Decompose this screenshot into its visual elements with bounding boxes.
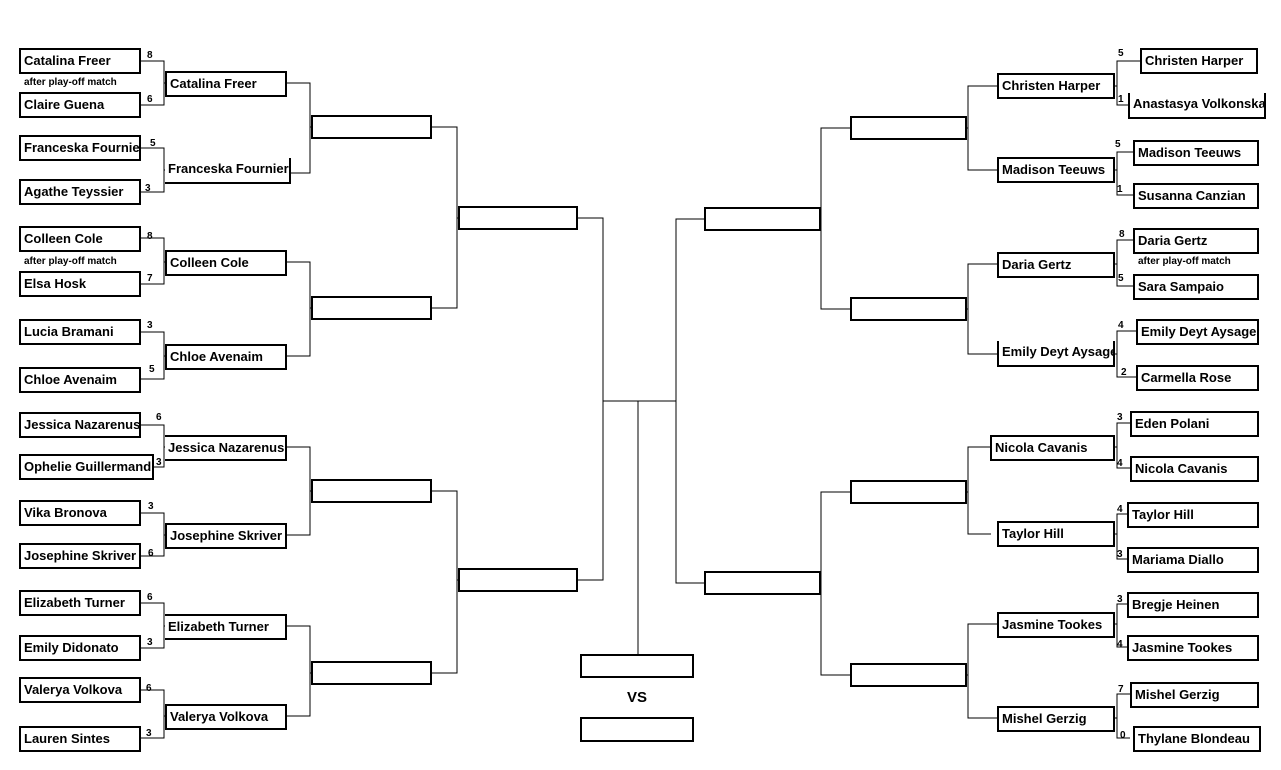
- left-r2-slot-4: Chloe Avenaim: [165, 344, 287, 370]
- left-r1-score-3: 5: [150, 138, 156, 149]
- right-r1-score-10: 4: [1117, 458, 1123, 469]
- left-r1-score-13: 6: [147, 592, 153, 603]
- right-r1-slot-7: Emily Deyt Aysage: [1136, 319, 1259, 345]
- left-r3-slot-3: [311, 479, 432, 503]
- left-r2-slot-5: Jessica Nazarenus: [165, 435, 287, 461]
- right-r1-score-3: 5: [1115, 139, 1121, 150]
- right-r1-score-5: 8: [1119, 229, 1125, 240]
- left-r1-score-12: 6: [148, 548, 154, 559]
- right-r1-score-6: 5: [1118, 273, 1124, 284]
- right-r3-slot-3: [850, 480, 967, 504]
- right-r1-score-1: 5: [1118, 48, 1124, 59]
- left-r1-score-11: 3: [148, 501, 154, 512]
- right-r1-slot-1: Christen Harper: [1140, 48, 1258, 74]
- left-r1-slot-15: Valerya Volkova: [19, 677, 141, 703]
- right-r2-slot-3: Daria Gertz: [997, 252, 1115, 278]
- left-r1-slot-13: Elizabeth Turner: [19, 590, 141, 616]
- right-r1-score-8: 2: [1121, 367, 1127, 378]
- right-r1-slot-11: Taylor Hill: [1127, 502, 1259, 528]
- right-r1-score-9: 3: [1117, 412, 1123, 423]
- right-r1-slot-5: Daria Gertz: [1133, 228, 1259, 254]
- right-r1-slot-10: Nicola Cavanis: [1130, 456, 1259, 482]
- left-r2-slot-8: Valerya Volkova: [165, 704, 287, 730]
- right-r1-score-14: 4: [1117, 639, 1123, 650]
- left-r1-slot-4: Agathe Teyssier: [19, 179, 141, 205]
- right-r1-score-16: 0: [1120, 730, 1126, 741]
- left-r1-slot-14: Emily Didonato: [19, 635, 141, 661]
- left-r2-slot-7: Elizabeth Turner: [165, 614, 287, 640]
- left-r1-score-5: 8: [147, 231, 153, 242]
- left-r1-score-8: 5: [149, 364, 155, 375]
- left-r1-slot-16: Lauren Sintes: [19, 726, 141, 752]
- left-r1-slot-8: Chloe Avenaim: [19, 367, 141, 393]
- right-r4-slot-2: [704, 571, 821, 595]
- left-r3-slot-1: [311, 115, 432, 139]
- final-slot-bottom: [580, 717, 694, 742]
- left-r4-slot-2: [458, 568, 578, 592]
- right-r1-score-2: 1: [1118, 94, 1124, 105]
- right-r3-slot-1: [850, 116, 967, 140]
- playoff-note: after play-off match: [1138, 256, 1231, 267]
- left-r1-score-2: 6: [147, 94, 153, 105]
- right-r1-slot-2: Anastasya Volkonskaya: [1128, 93, 1266, 119]
- right-r1-slot-13: Bregje Heinen: [1127, 592, 1259, 618]
- right-r1-slot-14: Jasmine Tookes: [1127, 635, 1259, 661]
- left-r1-score-4: 3: [145, 183, 151, 194]
- right-r2-slot-5: Nicola Cavanis: [990, 435, 1115, 461]
- vs-label: VS: [627, 689, 648, 706]
- right-r2-slot-2: Madison Teeuws: [997, 157, 1115, 183]
- right-r2-slot-7: Jasmine Tookes: [997, 612, 1115, 638]
- right-r1-slot-16: Thylane Blondeau: [1133, 726, 1261, 752]
- left-r1-score-15: 6: [146, 683, 152, 694]
- right-r1-score-13: 3: [1117, 594, 1123, 605]
- right-r1-score-15: 7: [1118, 684, 1124, 695]
- right-r1-slot-8: Carmella Rose: [1136, 365, 1259, 391]
- right-r1-slot-4: Susanna Canzian: [1133, 183, 1259, 209]
- right-r1-slot-6: Sara Sampaio: [1133, 274, 1259, 300]
- left-r1-slot-11: Vika Bronova: [19, 500, 141, 526]
- left-r1-score-14: 3: [147, 637, 153, 648]
- left-r2-slot-2: Franceska Fournier: [165, 158, 291, 184]
- left-r1-slot-7: Lucia Bramani: [19, 319, 141, 345]
- right-r1-slot-3: Madison Teeuws: [1133, 140, 1259, 166]
- left-r2-slot-6: Josephine Skriver: [165, 523, 287, 549]
- left-r1-slot-9: Jessica Nazarenus: [19, 412, 141, 438]
- right-r2-slot-4: Emily Deyt Aysage: [997, 341, 1115, 367]
- left-r2-slot-3: Colleen Cole: [165, 250, 287, 276]
- left-r1-slot-5: Colleen Cole: [19, 226, 141, 252]
- left-r1-slot-12: Josephine Skriver: [19, 543, 141, 569]
- right-r4-slot-1: [704, 207, 821, 231]
- left-r1-slot-2: Claire Guena: [19, 92, 141, 118]
- right-r3-slot-4: [850, 663, 967, 687]
- left-r1-slot-3: Franceska Fournier: [19, 135, 141, 161]
- right-r1-score-7: 4: [1118, 320, 1124, 331]
- left-r1-slot-1: Catalina Freer: [19, 48, 141, 74]
- left-r4-slot-1: [458, 206, 578, 230]
- right-r2-slot-6: Taylor Hill: [997, 521, 1115, 547]
- final-slot-top: [580, 654, 694, 678]
- left-r1-score-10: 3: [156, 457, 162, 468]
- right-r1-score-11: 4: [1117, 504, 1123, 515]
- left-r1-slot-6: Elsa Hosk: [19, 271, 141, 297]
- right-r1-slot-15: Mishel Gerzig: [1130, 682, 1259, 708]
- right-r2-slot-8: Mishel Gerzig: [997, 706, 1115, 732]
- right-r3-slot-2: [850, 297, 967, 321]
- right-r1-score-4: 1: [1117, 184, 1123, 195]
- right-r1-slot-12: Mariama Diallo: [1127, 547, 1259, 573]
- right-r2-slot-1: Christen Harper: [997, 73, 1115, 99]
- right-r1-slot-9: Eden Polani: [1130, 411, 1259, 437]
- playoff-note: after play-off match: [24, 256, 117, 267]
- left-r1-score-6: 7: [147, 273, 153, 284]
- left-r1-score-7: 3: [147, 320, 153, 331]
- left-r1-score-1: 8: [147, 50, 153, 61]
- left-r3-slot-2: [311, 296, 432, 320]
- left-r1-score-9: 6: [156, 412, 162, 423]
- left-r1-score-16: 3: [146, 728, 152, 739]
- right-r1-score-12: 3: [1117, 549, 1123, 560]
- left-r3-slot-4: [311, 661, 432, 685]
- playoff-note: after play-off match: [24, 77, 117, 88]
- left-r1-slot-10: Ophelie Guillermand: [19, 454, 154, 480]
- left-r2-slot-1: Catalina Freer: [165, 71, 287, 97]
